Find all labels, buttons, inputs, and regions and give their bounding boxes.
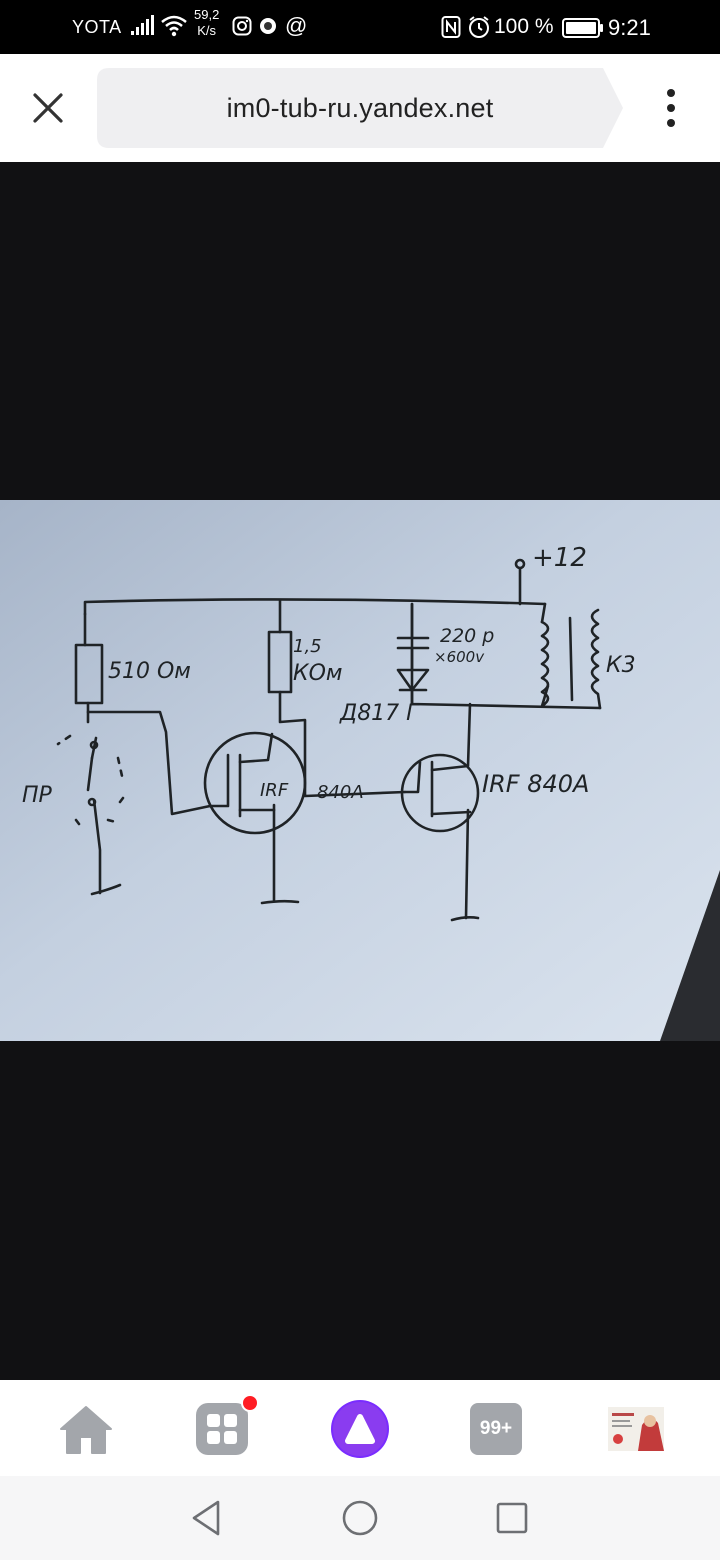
- label-supply: +12: [532, 543, 587, 573]
- home-icon: [60, 1406, 112, 1454]
- alarm-icon: [467, 15, 491, 44]
- menu-dot: [667, 89, 675, 97]
- nfc-icon: [441, 15, 461, 44]
- home-circle-icon: [342, 1500, 378, 1536]
- label-cap-value: 220 p: [440, 625, 494, 647]
- label-switch: ПР: [22, 783, 53, 808]
- network-speed: 59,2 K/s: [194, 7, 219, 39]
- recents-button[interactable]: [490, 1496, 534, 1540]
- home-button[interactable]: [56, 1400, 116, 1458]
- label-r1: 510 Ом: [108, 659, 191, 684]
- recents-icon: [496, 1502, 528, 1534]
- tabs-button[interactable]: 99+: [470, 1403, 522, 1455]
- profile-thumbnail[interactable]: [606, 1400, 666, 1458]
- at-icon: @: [285, 13, 308, 38]
- url-field[interactable]: im0-tub-ru.yandex.net: [226, 93, 494, 123]
- label-cap-voltage: ×600v: [434, 648, 485, 666]
- bug-icon: [258, 16, 278, 41]
- battery-percent: 100 %: [494, 15, 554, 38]
- label-q1-a: IRF: [260, 780, 289, 801]
- menu-dot: [667, 119, 675, 127]
- carrier-label: YOTA: [72, 17, 122, 37]
- clock: 9:21: [608, 15, 651, 40]
- services-button[interactable]: [192, 1400, 252, 1458]
- label-diode: Д817 Г: [339, 701, 420, 726]
- notification-dot: [241, 1394, 259, 1412]
- close-button[interactable]: [24, 80, 72, 136]
- instagram-icon: [232, 16, 252, 41]
- schematic-photo[interactable]: +12 510 Ом 1,5 КОм 220 p ×600v Д817 Г К3…: [0, 500, 720, 1041]
- back-icon: [192, 1500, 220, 1536]
- overflow-menu-button[interactable]: [656, 82, 686, 134]
- alice-button[interactable]: [330, 1400, 390, 1458]
- url-field-background: [97, 68, 623, 148]
- label-q2: IRF 840A: [482, 770, 589, 798]
- browser-toolbar: im0-tub-ru.yandex.net: [0, 54, 720, 162]
- alice-icon: [331, 1400, 389, 1458]
- profile-image: [608, 1407, 664, 1451]
- signal-icon: [130, 14, 154, 41]
- speed-unit: K/s: [197, 23, 217, 38]
- shadow-corner: [660, 870, 720, 1041]
- back-button[interactable]: [184, 1496, 228, 1540]
- circuit-lines: [56, 558, 602, 922]
- home-system-button[interactable]: [338, 1496, 382, 1540]
- speed-value: 59,2: [194, 7, 220, 22]
- label-q1-b: 840А: [317, 782, 364, 803]
- label-r2-value: 1,5: [293, 636, 322, 657]
- battery-icon: [562, 18, 604, 43]
- label-coil: К3: [606, 653, 636, 678]
- menu-dot: [667, 104, 675, 112]
- bottom-navigation: 99+: [0, 1380, 720, 1476]
- label-r2-unit: КОм: [293, 661, 343, 686]
- system-navigation: [0, 1476, 720, 1560]
- wifi-icon: [160, 14, 188, 43]
- status-bar: YOTA 59,2 K/s @: [0, 0, 720, 54]
- apps-icon: [196, 1403, 248, 1455]
- close-icon: [33, 93, 63, 123]
